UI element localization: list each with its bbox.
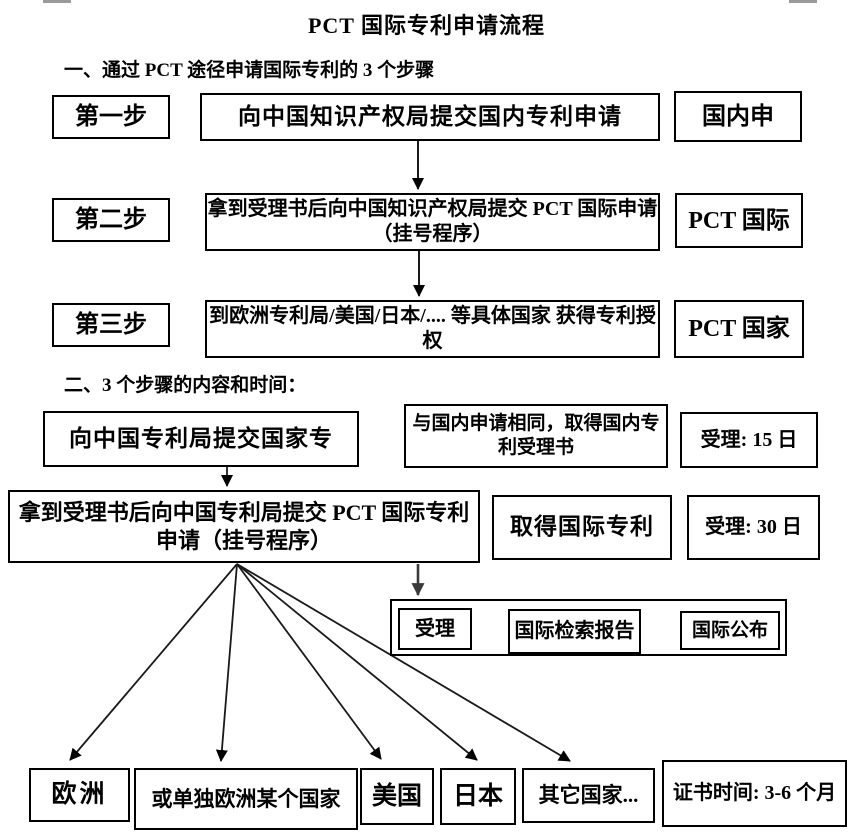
country-japan-box: 日本 [440, 768, 516, 825]
s2-row2-time-box: 受理: 30 日 [687, 495, 820, 560]
step3-action-box: 到欧洲专利局/美国/日本/.... 等具体国家 获得专利授权 [205, 300, 660, 358]
s2-row1-time-box: 受理: 15 日 [680, 412, 818, 468]
page-title: PCT 国际专利申请流程 [307, 13, 546, 38]
arrow-to-japan [236, 563, 478, 761]
subflow-search-report-box: 国际检索报告 [508, 609, 641, 654]
step1-tag-box: 国内申 [674, 91, 802, 142]
s2-row2-result-box: 取得国际专利 [492, 495, 672, 560]
country-other-box: 其它国家... [522, 768, 655, 823]
canvas-handle-left [43, 0, 71, 3]
s2-row1-action-box: 向中国专利局提交国家专 [43, 411, 359, 467]
step2-action-box: 拿到受理书后向中国知识产权局提交 PCT 国际申请（挂号程序） [205, 193, 660, 251]
s2-row1-result-box: 与国内申请相同，取得国内专利受理书 [404, 404, 668, 468]
canvas-handle-right [789, 0, 817, 3]
step3-tag-box: PCT 国家 [674, 300, 804, 358]
country-usa-box: 美国 [360, 768, 434, 825]
subflow-publish-box: 国际公布 [680, 611, 780, 650]
arrow-to-usa [236, 563, 382, 760]
section1-heading: 一、通过 PCT 途径申请国际专利的 3 个步骤 [64, 60, 435, 81]
section2-heading: 二、3 个步骤的内容和时间： [64, 375, 307, 396]
arrow-to-other-countries [236, 563, 571, 762]
step2-tag-box: PCT 国际 [675, 193, 803, 248]
certificate-time-box: 证书时间: 3-6 个月 [662, 760, 847, 827]
country-europe-box: 欧洲 [29, 768, 130, 822]
subflow-accept-box: 受理 [398, 608, 472, 650]
s2-row2-action-box: 拿到受理书后向中国专利局提交 PCT 国际专利申请（挂号程序） [8, 490, 480, 563]
arrow-to-single-europe [215, 563, 238, 762]
step1-action-box: 向中国知识产权局提交国内专利申请 [200, 93, 660, 141]
step3-label-box: 第三步 [52, 303, 170, 347]
step2-label-box: 第二步 [52, 198, 170, 242]
arrow-to-europe [69, 563, 238, 761]
country-single-europe-box: 或单独欧洲某个国家 [134, 768, 358, 830]
step1-label-box: 第一步 [52, 95, 170, 139]
